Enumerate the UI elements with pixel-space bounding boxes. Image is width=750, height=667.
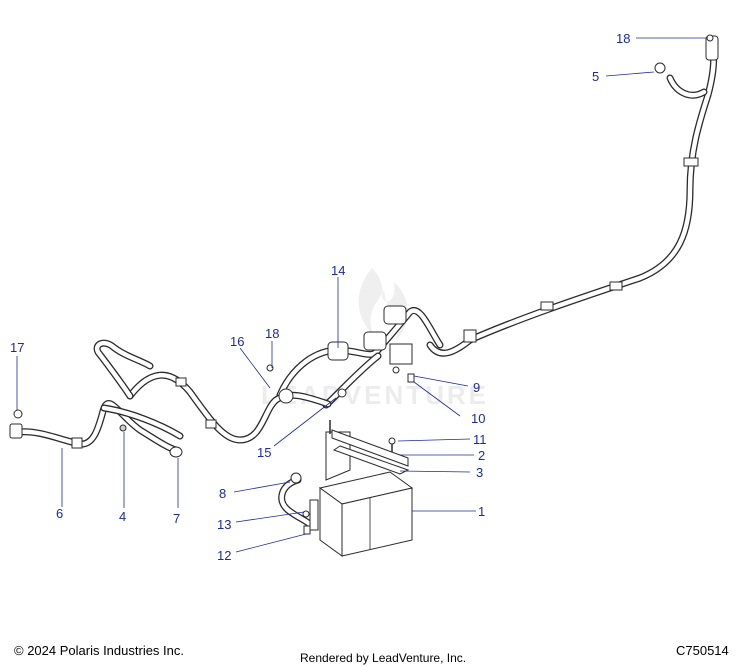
clip-icon — [175, 377, 187, 387]
cable-6[interactable] — [9, 400, 184, 458]
callout-9[interactable]: 9 — [473, 380, 480, 395]
nut-icon — [119, 424, 127, 432]
ring-terminal-icon — [278, 388, 294, 404]
callout-7[interactable]: 7 — [173, 511, 180, 526]
callout-3[interactable]: 3 — [476, 465, 483, 480]
clip-icon — [683, 157, 699, 167]
callouts: 18 5 14 16 18 17 9 10 15 11 2 3 8 1 13 6… — [10, 31, 630, 563]
callout-18-lower[interactable]: 18 — [265, 326, 279, 341]
nut-icon — [706, 34, 714, 42]
nut-18-icon — [266, 364, 274, 372]
cable-16[interactable] — [93, 339, 332, 444]
callout-10[interactable]: 10 — [471, 411, 485, 426]
screw-11-icon — [388, 437, 396, 445]
callout-12[interactable]: 12 — [217, 548, 231, 563]
boot-icon — [169, 446, 183, 458]
relay-icon — [389, 343, 413, 365]
terminal-icon — [9, 423, 23, 439]
callout-14[interactable]: 14 — [331, 263, 345, 278]
callout-4[interactable]: 4 — [119, 509, 126, 524]
battery-hold-down[interactable] — [325, 420, 410, 481]
bolt-10-icon — [407, 373, 415, 383]
cable-8[interactable] — [278, 472, 319, 535]
callout-18[interactable]: 18 — [616, 31, 630, 46]
bolt-icon — [13, 409, 23, 419]
callout-15[interactable]: 15 — [257, 445, 271, 460]
connector-icon — [383, 305, 407, 325]
callout-16[interactable]: 16 — [230, 334, 244, 349]
callout-8[interactable]: 8 — [219, 486, 226, 501]
callout-11[interactable]: 11 — [473, 432, 487, 447]
connector-icon — [363, 331, 387, 351]
bolt-icon — [302, 510, 310, 518]
callout-13[interactable]: 13 — [217, 517, 231, 532]
bolt-icon — [303, 525, 311, 535]
callout-17[interactable]: 17 — [10, 340, 24, 355]
bolt-icon — [337, 388, 347, 398]
clip-icon — [463, 329, 477, 343]
leader-lines — [16, 37, 706, 553]
clip-icon — [71, 437, 83, 449]
clip-icon — [540, 301, 554, 311]
bolt-9-icon — [392, 366, 400, 374]
callout-6[interactable]: 6 — [56, 506, 63, 521]
copyright-text: © 2024 Polaris Industries Inc. — [14, 643, 184, 658]
strap-2-icon — [331, 429, 409, 467]
rendered-by-text: Rendered by LeadVenture, Inc. — [300, 651, 467, 665]
bolt-icon — [654, 62, 666, 74]
cable-5[interactable] — [426, 34, 719, 357]
harness-14[interactable] — [276, 305, 444, 409]
callout-1[interactable]: 1 — [478, 504, 485, 519]
diagram-code: C750514 — [676, 643, 729, 658]
clip-icon — [609, 281, 623, 291]
callout-2[interactable]: 2 — [478, 448, 485, 463]
callout-5[interactable]: 5 — [592, 69, 599, 84]
terminal-icon — [309, 499, 319, 531]
ring-terminal-icon — [290, 472, 302, 484]
battery[interactable] — [318, 471, 414, 557]
clip-icon — [205, 419, 217, 429]
watermark-flame-icon — [358, 268, 408, 340]
strap-3-icon — [332, 445, 410, 475]
